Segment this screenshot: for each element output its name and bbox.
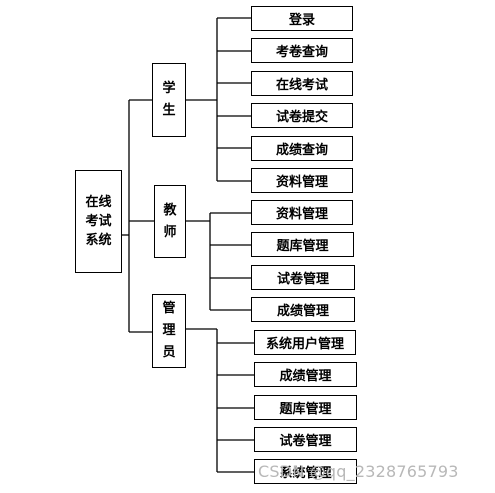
leaf-node: 资料管理 xyxy=(251,168,353,193)
leaf-node: 成绩查询 xyxy=(251,136,353,161)
leaf-node: 题库管理 xyxy=(254,395,357,420)
group-node-admin: 管 理 员 xyxy=(152,294,186,368)
root-node: 在线 考试 系统 xyxy=(75,170,122,273)
group-node-teacher: 教 师 xyxy=(154,185,186,258)
leaf-node: 在线考试 xyxy=(251,71,353,96)
leaf-node: 试卷提交 xyxy=(251,103,353,128)
leaf-node: 成绩管理 xyxy=(254,362,357,387)
leaf-node: 资料管理 xyxy=(251,200,353,225)
leaf-node: 试卷管理 xyxy=(251,265,355,290)
watermark: CSDN @qq_2328765793 xyxy=(258,462,459,481)
leaf-node: 考卷查询 xyxy=(251,38,353,63)
group-node-student: 学 生 xyxy=(152,63,186,137)
leaf-node: 题库管理 xyxy=(251,232,354,257)
leaf-node: 试卷管理 xyxy=(254,427,357,452)
leaf-node: 系统管理 xyxy=(254,459,357,484)
leaf-node: 登录 xyxy=(251,6,353,31)
leaf-node: 系统用户管理 xyxy=(254,330,356,355)
leaf-node: 成绩管理 xyxy=(251,297,355,322)
